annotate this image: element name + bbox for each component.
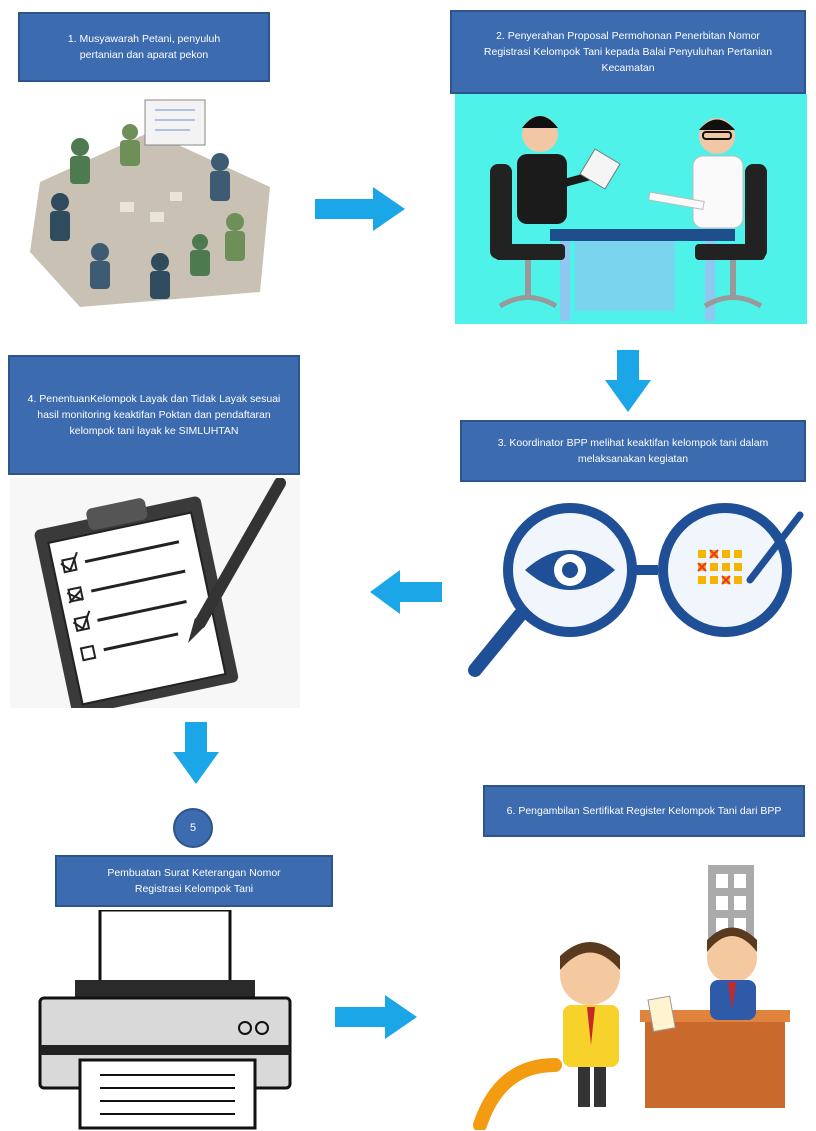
- step-2-label: 2. Penyerahan Proposal Permohonan Penerb…: [483, 30, 773, 74]
- step-5-number-badge: 5: [173, 808, 213, 848]
- step-4-box: 4. PenentuanKelompok Layak dan Tidak Lay…: [8, 355, 300, 475]
- arrow-right-2: [335, 995, 417, 1039]
- certificate-handover-illustration: [473, 865, 790, 1130]
- arrow-right-1: [315, 187, 405, 231]
- arrow-left-1: [370, 570, 442, 614]
- step-6-box: 6. Pengambilan Sertifikat Register Kelom…: [483, 785, 805, 837]
- step-5-label: Pembuatan Surat Keterangan Nomor Registr…: [107, 867, 281, 895]
- arrow-down-1: [605, 350, 651, 412]
- magnifier-monitoring-illustration: [460, 485, 810, 695]
- proposal-handover-illustration: [455, 94, 807, 324]
- step-3-label: 3. Koordinator BPP melihat keaktifan kel…: [497, 437, 769, 465]
- step-5-number: 5: [189, 822, 197, 834]
- step-6-label: 6. Pengambilan Sertifikat Register Kelom…: [506, 805, 782, 817]
- step-2-box: 2. Penyerahan Proposal Permohonan Penerb…: [450, 10, 806, 94]
- step-1-box: 1. Musyawarah Petani, penyuluh pertanian…: [18, 12, 270, 82]
- checklist-clipboard-illustration: [10, 478, 300, 708]
- printer-illustration: [38, 910, 292, 1130]
- step-5-box: Pembuatan Surat Keterangan Nomor Registr…: [55, 855, 333, 907]
- farmers-meeting-illustration: [30, 99, 270, 307]
- step-3-box: 3. Koordinator BPP melihat keaktifan kel…: [460, 420, 806, 482]
- step-4-label: 4. PenentuanKelompok Layak dan Tidak Lay…: [27, 393, 281, 437]
- step-1-label: 1. Musyawarah Petani, penyuluh pertanian…: [67, 33, 221, 61]
- arrow-down-2: [173, 722, 219, 784]
